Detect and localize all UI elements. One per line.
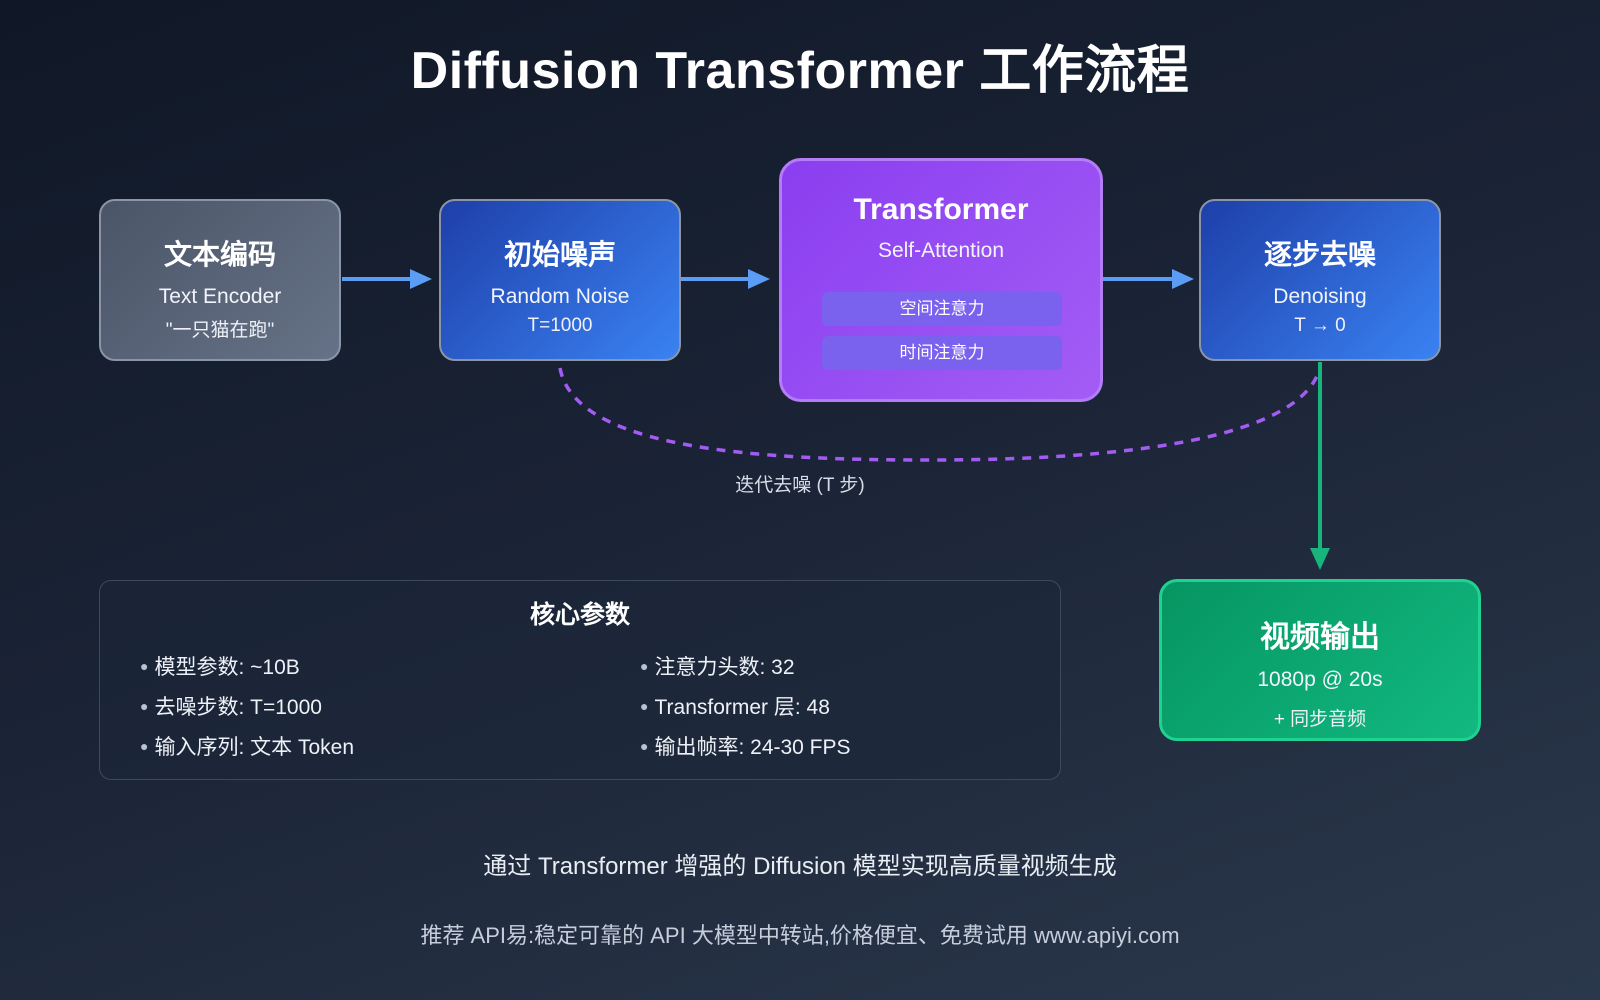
text-encoder-subtitle: Text Encoder [158, 285, 282, 308]
param-item: ● 模型参数: ~10B [140, 651, 300, 681]
bullet-icon: ● [140, 738, 149, 754]
random-noise-subtitle: Random Noise [490, 285, 630, 308]
page-title: Diffusion Transformer 工作流程 [410, 42, 1190, 100]
text-encoder-title: 文本编码 [163, 239, 276, 270]
text-encoder-prompt: "一只猫在跑" [165, 320, 275, 341]
denoising-title: 逐步去噪 [1263, 239, 1376, 270]
param-text: 输出帧率: 24-30 FPS [654, 736, 851, 759]
iteration-loop-label: 迭代去噪 (T 步) [735, 475, 865, 496]
core-params-panel: 核心参数 ● 模型参数: ~10B ● 去噪步数: T=1000 ● 输入序列: 文本… [99, 580, 1061, 780]
transformer-node: Transformer Self-Attention 空间注意力 时间注意力 [779, 158, 1103, 402]
video-output-node: 视频输出 1080p @ 20s + 同步音频 [1159, 579, 1481, 741]
video-output-resolution: 1080p @ 20s [1257, 668, 1383, 691]
video-output-audio: + 同步音频 [1273, 709, 1367, 730]
transformer-subtitle: Self-Attention [877, 239, 1005, 262]
random-noise-node: 初始噪声 Random Noise T=1000 [439, 199, 681, 361]
core-params-title: 核心参数 [529, 601, 630, 629]
random-noise-title: 初始噪声 [503, 239, 616, 270]
param-text: 输入序列: 文本 Token [154, 736, 355, 759]
promo-caption: 推荐 API易:稳定可靠的 API 大模型中转站,价格便宜、免费试用 www.a… [420, 923, 1180, 948]
iteration-loop-line [558, 367, 1322, 462]
temporal-attention-pill: 时间注意力 [822, 336, 1062, 370]
denoising-timestep: T → 0 [1294, 315, 1346, 336]
param-item: ● 输入序列: 文本 Token [140, 731, 354, 761]
param-text: 注意力头数: 32 [654, 656, 795, 679]
param-text: Transformer 层: 48 [654, 696, 830, 719]
spatial-attention-pill: 空间注意力 [822, 292, 1062, 326]
text-encoder-node: 文本编码 Text Encoder "一只猫在跑" [99, 199, 341, 361]
bullet-icon: ● [140, 698, 149, 714]
param-text: 模型参数: ~10B [154, 656, 300, 679]
bullet-icon: ● [640, 658, 649, 674]
transformer-title: Transformer [853, 193, 1029, 226]
param-item: ● 去噪步数: T=1000 [140, 691, 322, 721]
video-output-title: 视频输出 [1260, 621, 1380, 654]
bullet-icon: ● [140, 658, 149, 674]
summary-caption: 通过 Transformer 增强的 Diffusion 模型实现高质量视频生成 [483, 853, 1117, 880]
denoising-node: 逐步去噪 Denoising T → 0 [1199, 199, 1441, 361]
arrow-noise-to-transformer [681, 269, 770, 289]
denoising-subtitle: Denoising [1273, 285, 1367, 308]
param-item: ● Transformer 层: 48 [640, 691, 830, 721]
param-item: ● 注意力头数: 32 [640, 651, 795, 681]
bullet-icon: ● [640, 738, 649, 754]
param-text: 去噪步数: T=1000 [154, 696, 322, 719]
bullet-icon: ● [640, 698, 649, 714]
param-item: ● 输出帧率: 24-30 FPS [640, 731, 851, 761]
arrow-encoder-to-noise [342, 269, 432, 289]
arrow-denoising-to-output [1310, 362, 1330, 570]
arrow-transformer-to-denoising [1103, 269, 1194, 289]
random-noise-timestep: T=1000 [527, 315, 593, 336]
